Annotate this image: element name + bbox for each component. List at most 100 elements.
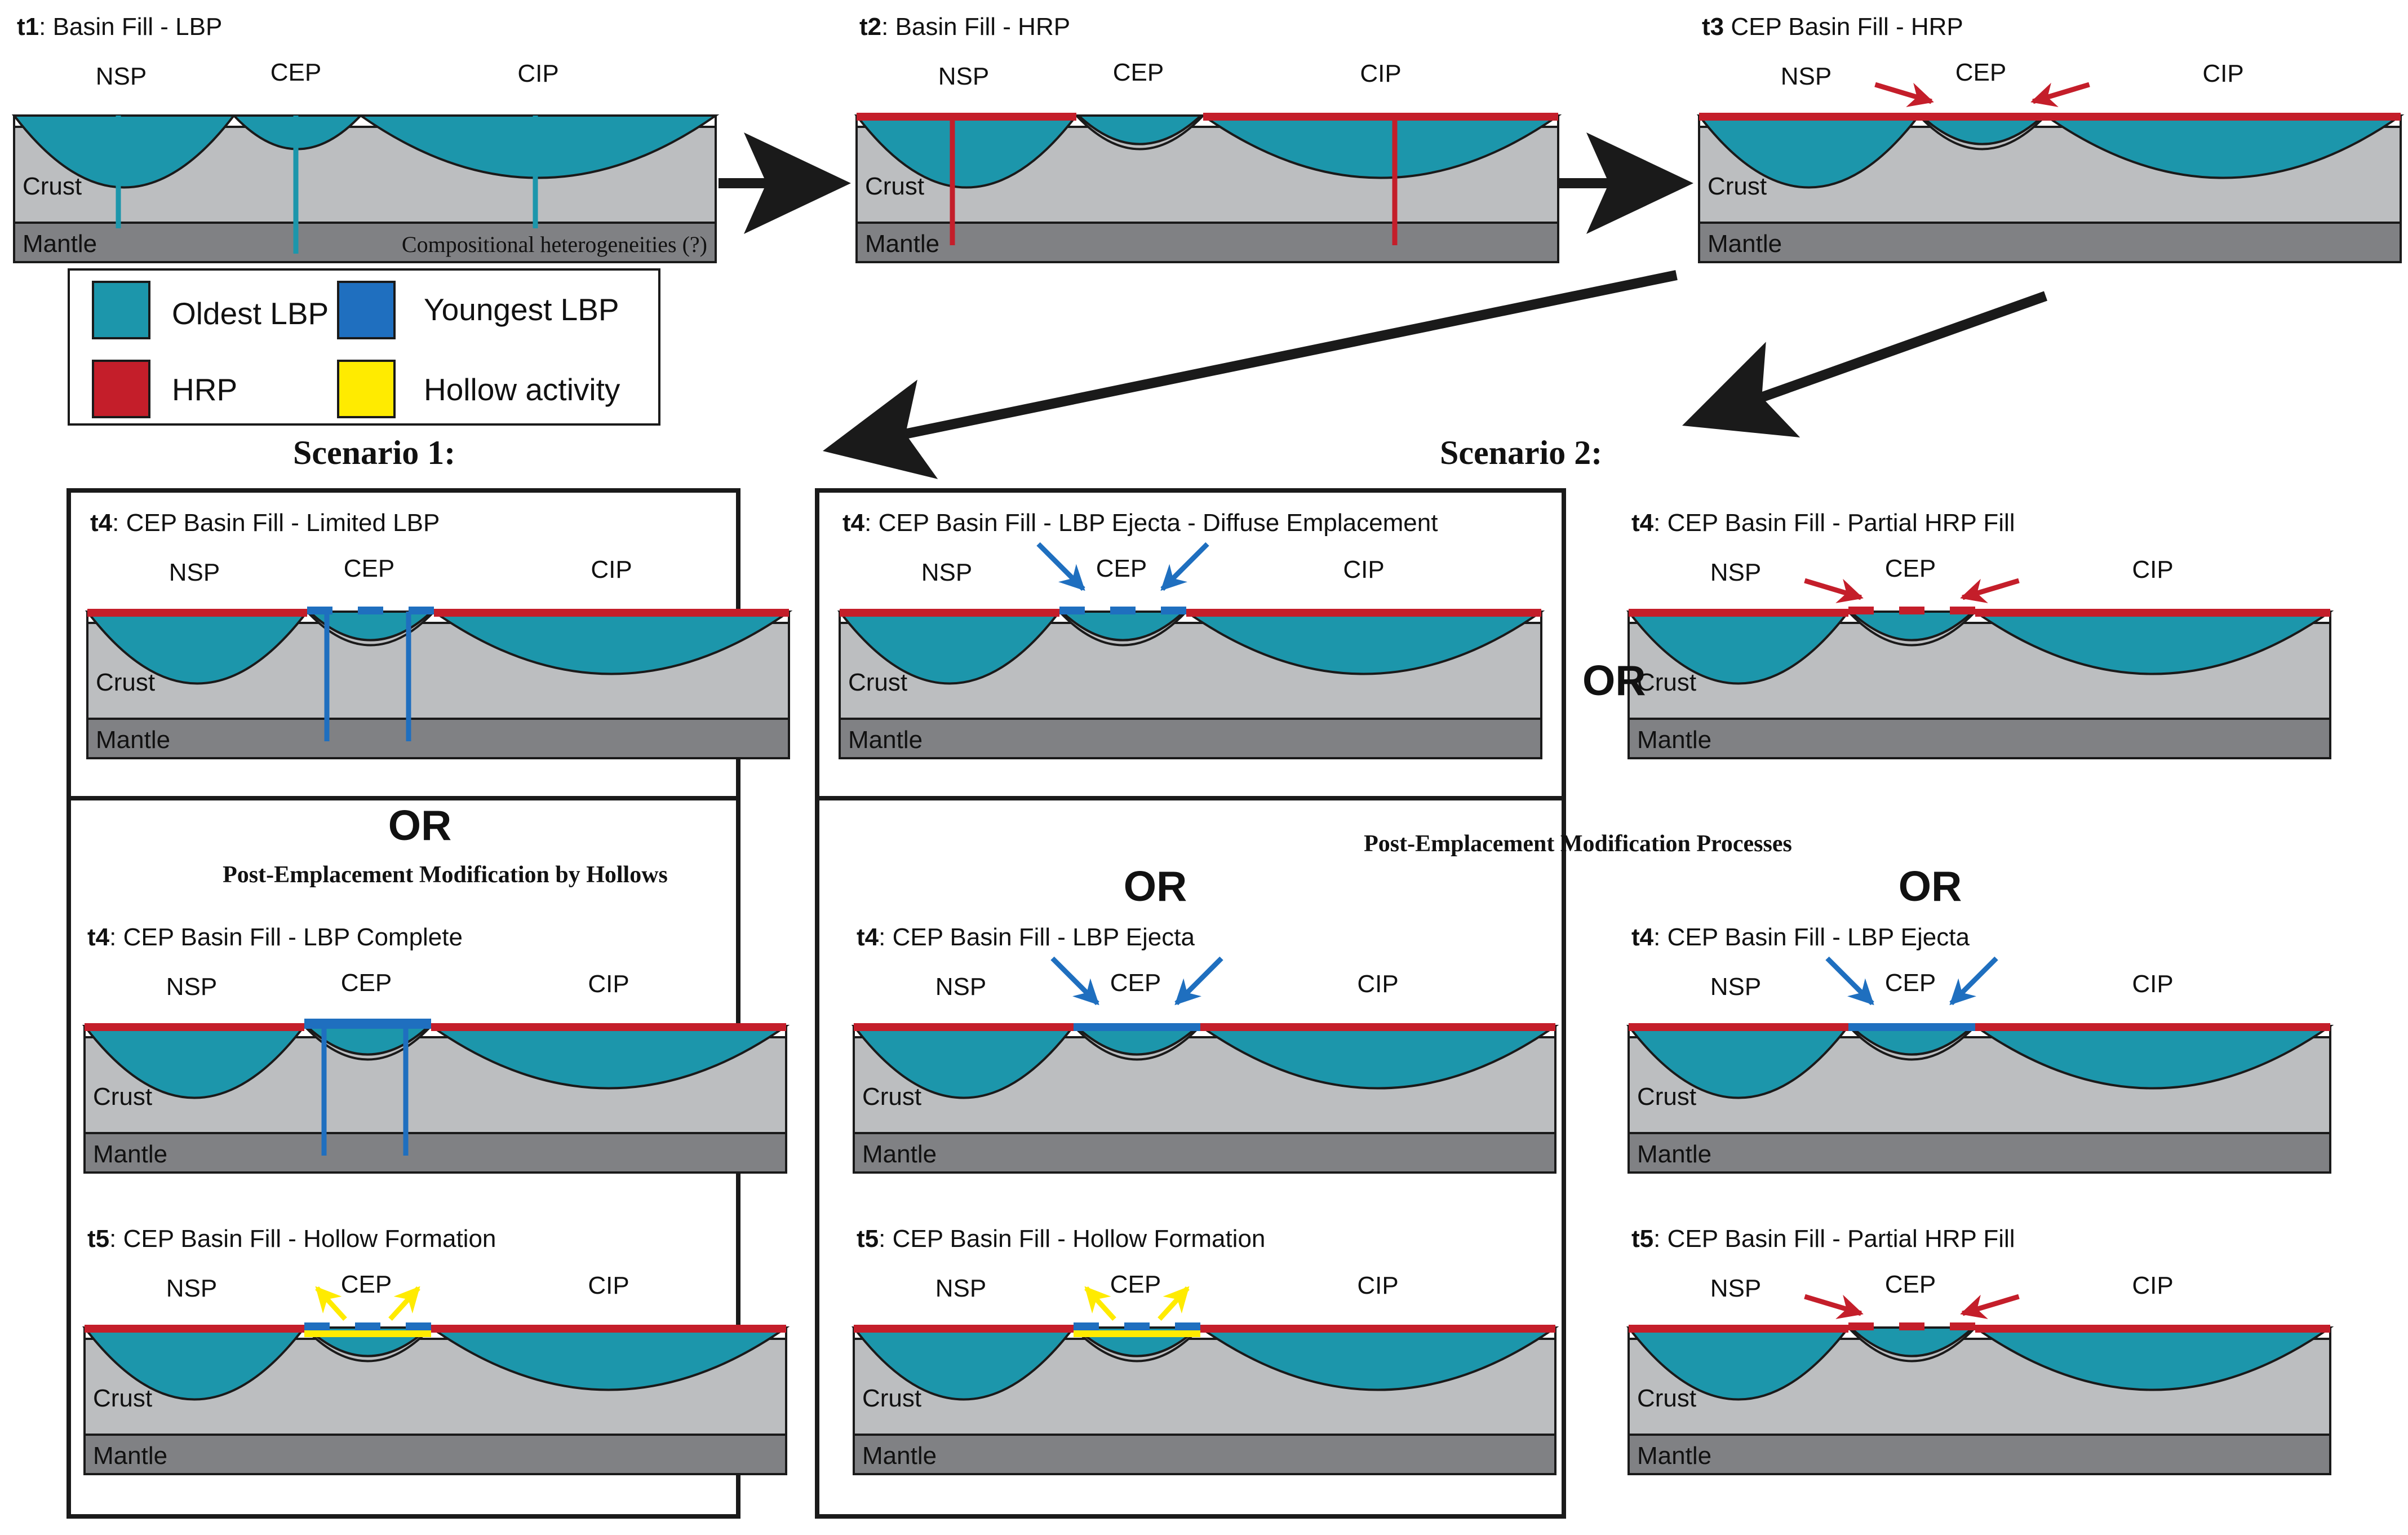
label-crust: Crust	[96, 669, 155, 696]
panel-s2b: t4: CEP Basin Fill - Partial HRP FillNSP…	[1626, 509, 2334, 759]
hrp-layer-nsp	[1699, 113, 1919, 121]
cip-basin	[1971, 1326, 2334, 1391]
youngest-lbp-patch	[358, 607, 383, 614]
label-cep: CEP	[1096, 555, 1147, 582]
label-cip: CIP	[2132, 970, 2173, 998]
cip-basin	[357, 114, 720, 179]
cip-basin	[427, 1025, 790, 1090]
label-mantle: Mantle	[1637, 1140, 1711, 1168]
label-cep: CEP	[1885, 969, 1936, 997]
hrp-layer-nsp	[840, 609, 1059, 617]
mantle-layer	[1698, 222, 2402, 263]
lbp-ejecta-fill	[1848, 1023, 1975, 1031]
panel-title: t4: CEP Basin Fill - LBP Ejecta	[857, 923, 1195, 951]
label-cip: CIP	[588, 970, 629, 998]
mantle-layer	[83, 1132, 787, 1174]
label-crust: Crust	[93, 1384, 152, 1412]
label-cep: CEP	[344, 555, 394, 582]
panel-title: t5: CEP Basin Fill - Partial HRP Fill	[1631, 1225, 2015, 1253]
label-cip: CIP	[591, 556, 632, 583]
hrp-layer-cip	[1975, 1023, 2330, 1031]
hrp-layer-cip	[1975, 609, 2330, 617]
label-mantle: Mantle	[1637, 1442, 1711, 1470]
hrp-layer-nsp	[85, 1325, 304, 1333]
partial-hrp-patch	[1950, 607, 1975, 614]
cip-basin	[1196, 1326, 1559, 1391]
hrp-layer-cip	[1203, 113, 1558, 121]
label-nsp: NSP	[1781, 63, 1832, 90]
scenario-frame-4	[815, 796, 1566, 1519]
label-mantle: Mantle	[848, 726, 923, 754]
youngest-lbp-patch	[1059, 607, 1085, 614]
youngest-lbp-patch	[409, 607, 434, 614]
nsp-basin	[1696, 114, 1922, 189]
youngest-lbp-fill	[304, 1019, 431, 1029]
panel-s2e: t5: CEP Basin Fill - Hollow FormationNSP…	[851, 1225, 1559, 1475]
panel-title: t4: CEP Basin Fill - LBP Ejecta - Diffus…	[842, 509, 1438, 537]
label-crust: Crust	[1637, 669, 1696, 696]
ejecta-arrow-right	[1949, 956, 1998, 1006]
label-compositional-heterogeneities: Compositional heterogeneities (?)	[402, 232, 707, 257]
label-cep: CEP	[1955, 59, 2006, 86]
label-mantle: Mantle	[862, 1442, 937, 1470]
partial-hrp-patch	[1950, 1322, 1975, 1330]
cep-basin-fill	[1072, 1025, 1201, 1056]
label-cip: CIP	[1357, 1272, 1398, 1299]
youngest-lbp-patch	[1074, 1322, 1099, 1330]
panel-title: t2: Basin Fill - HRP	[859, 13, 1070, 41]
lbp-ejecta-fill	[1074, 1023, 1200, 1031]
legend-swatch-hrp	[92, 360, 150, 418]
label-crust: Crust	[1708, 172, 1767, 200]
hrp-layer-nsp	[1629, 1325, 1848, 1333]
nsp-basin	[854, 114, 1079, 189]
hollow-arrow-left	[1084, 1286, 1116, 1321]
scenario-1-title: Scenario 1:	[293, 434, 455, 471]
panel-s2a: t4: CEP Basin Fill - LBP Ejecta - Diffus…	[837, 509, 1545, 759]
label-cep: CEP	[341, 1271, 392, 1298]
youngest-lbp-patch	[406, 1322, 431, 1330]
label-nsp: NSP	[166, 1275, 217, 1302]
nsp-basin	[82, 1326, 307, 1401]
mantle-layer	[83, 1434, 787, 1475]
partial-hrp-patch	[1899, 1322, 1924, 1330]
scenario-2-title: Scenario 2:	[1440, 434, 1602, 471]
hrp-arrow-right	[2030, 82, 2090, 107]
ejecta-arrow-left	[1825, 956, 1874, 1006]
mantle-layer	[853, 1434, 1556, 1475]
label-nsp: NSP	[935, 973, 986, 1001]
or-label-scenario2-left: OR	[1124, 862, 1187, 910]
arrow-t1-to-t2	[719, 132, 851, 234]
mantle-layer	[1627, 1132, 2331, 1174]
hrp-layer-cip	[1200, 1325, 1555, 1333]
label-crust: Crust	[865, 172, 924, 200]
hollow-arrow-right	[388, 1286, 420, 1321]
label-nsp: NSP	[1710, 1275, 1761, 1302]
hrp-layer-cip	[1200, 1023, 1555, 1031]
hrp-arrow-right	[1960, 1294, 2020, 1319]
partial-hrp-patch	[1848, 1322, 1874, 1330]
mantle-layer	[1627, 1434, 2331, 1475]
panel-s1c: t5: CEP Basin Fill - Hollow FormationNSP…	[82, 1225, 790, 1475]
legend-swatch-oldest-lbp	[92, 281, 150, 339]
legend-label-hollow: Hollow activity	[424, 372, 620, 407]
hrp-layer-cip	[1186, 609, 1541, 617]
label-mantle: Mantle	[862, 1140, 937, 1168]
nsp-basin	[851, 1025, 1076, 1099]
hrp-layer-nsp	[1629, 609, 1848, 617]
cep-basin-fill	[1058, 611, 1187, 642]
nsp-basin	[1626, 1326, 1851, 1401]
label-cep: CEP	[1110, 969, 1161, 997]
hrp-arrow-left	[1874, 82, 1934, 107]
or-label-scenario2-top: OR	[1582, 657, 1646, 704]
panel-title: t4: CEP Basin Fill - Limited LBP	[90, 509, 440, 537]
mantle-layer	[839, 718, 1542, 759]
ejecta-arrow-left	[1036, 542, 1085, 591]
label-crust: Crust	[1637, 1083, 1696, 1111]
nsp-basin	[82, 1025, 307, 1099]
panel-title: t4: CEP Basin Fill - LBP Ejecta	[1631, 923, 1970, 951]
label-cep: CEP	[1885, 555, 1936, 582]
